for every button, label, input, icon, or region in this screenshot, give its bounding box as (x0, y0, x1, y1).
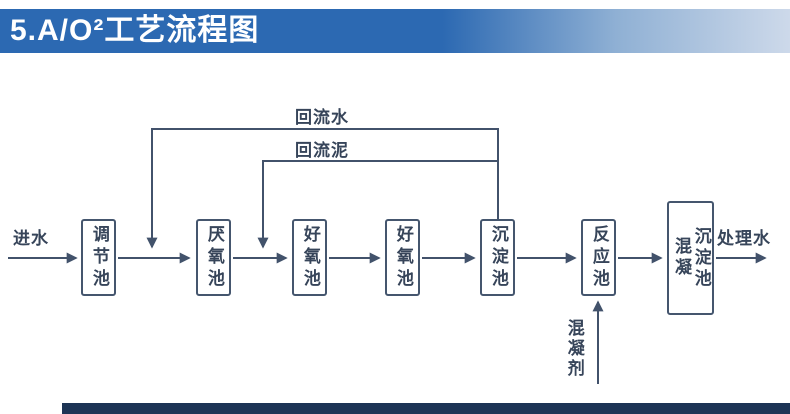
box-coagulation-sedimentation-tank-label-col2: 沉淀池 (691, 226, 711, 290)
line-recycle-sludge (257, 160, 498, 249)
page-title: 5.A/O²工艺流程图 (10, 14, 260, 47)
inlet-label: 进水 (13, 229, 49, 248)
box-aerobic-tank-2-label: 好氧池 (393, 224, 413, 291)
box-reaction-tank-label: 反应池 (589, 224, 609, 291)
box-anaerobic-tank: 厌氧池 (196, 219, 231, 296)
box-regulating-tank: 调节池 (81, 219, 116, 296)
box-sedimentation-tank: 沉淀池 (480, 219, 515, 296)
outlet-label: 处理水 (717, 229, 771, 248)
box-reaction-tank: 反应池 (581, 219, 616, 296)
recycle-water-label: 回流水 (295, 108, 349, 127)
footer-bar (62, 403, 790, 414)
title-bar: 5.A/O²工艺流程图 (0, 9, 790, 53)
box-regulating-tank-label: 调节池 (89, 224, 109, 291)
box-aerobic-tank-2: 好氧池 (385, 219, 420, 296)
recycle-sludge-label: 回流泥 (295, 141, 349, 160)
box-sedimentation-tank-label: 沉淀池 (488, 224, 508, 291)
box-coagulation-sedimentation-tank-label-col1: 混凝 (672, 237, 691, 279)
line-recycle-water (146, 128, 499, 249)
box-aerobic-tank-1: 好氧池 (292, 219, 327, 296)
coagulant-label: 混凝剂 (564, 319, 584, 379)
box-aerobic-tank-1-label: 好氧池 (300, 224, 320, 291)
box-anaerobic-tank-label: 厌氧池 (204, 224, 224, 291)
box-coagulation-sedimentation-tank: 混凝 沉淀池 (667, 201, 714, 315)
